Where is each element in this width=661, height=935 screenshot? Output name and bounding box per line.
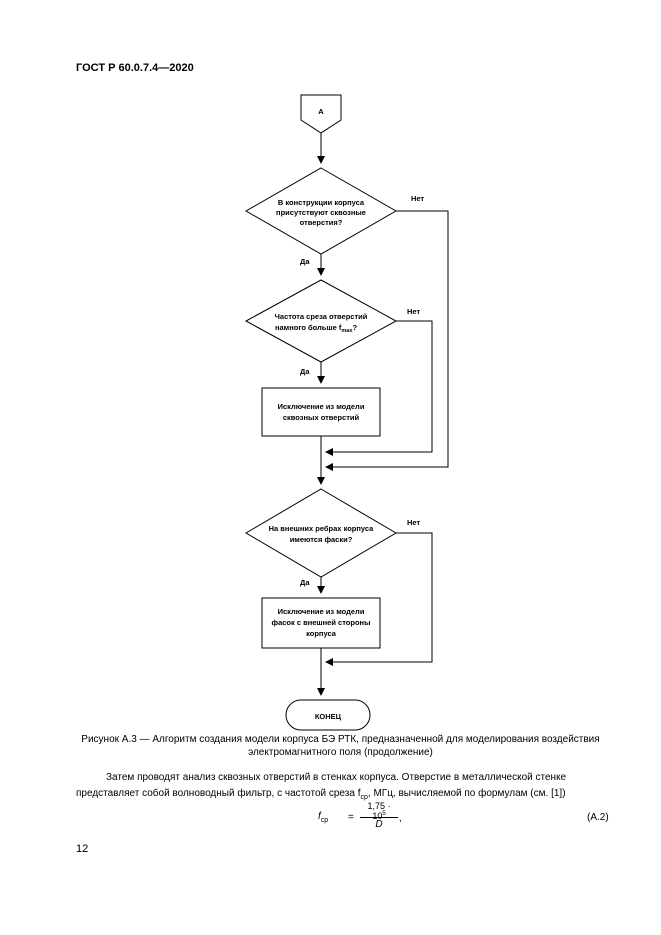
start-label: А	[318, 107, 324, 116]
caption-line1: Рисунок А.3 — Алгоритм создания модели к…	[81, 734, 600, 745]
decision3-line1: На внешних ребрах корпуса	[269, 524, 375, 533]
paragraph-sub: ср	[360, 794, 368, 801]
decision3-line2: имеются фаски?	[290, 535, 353, 544]
decision2-tail: ?	[352, 323, 357, 332]
decision2-line2-main: намного больше f	[275, 323, 342, 332]
decision1-line2: присутствуют сквозные	[276, 208, 366, 217]
formula-numerator: 1,75 · 105	[360, 801, 398, 821]
decision1-no-label: Нет	[411, 194, 424, 203]
paragraph-line2-a: представляет собой волноводный фильтр, с…	[76, 788, 361, 799]
paragraph-line2-b: , МГц, вычисляемой по формулам (см. [1])	[367, 788, 566, 799]
page-number: 12	[76, 843, 89, 855]
decision1-line1: В конструкции корпуса	[278, 198, 365, 207]
flowchart: А В конструкции корпуса присутствуют скв…	[244, 94, 449, 731]
formula-lhs-sub: ср	[320, 817, 329, 824]
decision3-no-label: Нет	[407, 518, 420, 527]
start-connector	[300, 94, 342, 134]
end-terminator	[285, 699, 371, 731]
paragraph-line2: представляет собой волноводный фильтр, с…	[76, 788, 566, 801]
body-paragraph: Затем проводят анализ сквозных отверстий…	[76, 770, 616, 806]
formula-denominator: D	[375, 819, 383, 830]
process-remove-holes	[261, 387, 381, 437]
decision2-line2: намного больше fmax?	[275, 323, 357, 334]
decision2-no-label: Нет	[407, 307, 420, 316]
decision-cutoff-frequency	[244, 279, 398, 363]
formula-equals: =	[348, 812, 354, 823]
decision1-line3: отверстия?	[300, 218, 343, 227]
decision-chamfers	[245, 488, 397, 578]
formula-lhs-symbol: f	[318, 811, 321, 822]
paragraph-line1: Затем проводят анализ сквозных отверстий…	[106, 772, 567, 783]
fraction-bar	[360, 817, 398, 818]
formula-block: fср = 1,75 · 105 D , (А.2)	[0, 801, 661, 835]
process2-line3: корпуса	[306, 629, 337, 638]
decision1-yes-label: Да	[300, 257, 310, 266]
process2-line2: фасок с внешней стороны	[272, 618, 371, 627]
caption-line2: электромагнитного поля (продолжение)	[248, 747, 433, 758]
decision2-sub: max	[341, 328, 353, 334]
formula-lhs: fср	[318, 811, 328, 824]
process2-line1: Исключение из модели	[278, 607, 365, 616]
decision2-yes-label: Да	[300, 367, 310, 376]
process-remove-chamfers	[261, 597, 381, 649]
decision3-yes-label: Да	[300, 578, 310, 587]
process1-line1: Исключение из модели	[278, 402, 365, 411]
decision2-line1: Частота среза отверстий	[275, 312, 368, 321]
formula-number: (А.2)	[587, 812, 609, 823]
process1-line2: сквозных отверстий	[283, 413, 360, 422]
figure-caption: Рисунок А.3 — Алгоритм создания модели к…	[60, 733, 621, 759]
formula-trailing: ,	[399, 813, 402, 824]
document-header: ГОСТ Р 60.0.7.4—2020	[76, 62, 194, 74]
formula-numerator-value: 1,75 · 10	[367, 801, 391, 821]
formula-exponent: 5	[382, 811, 386, 817]
end-label: КОНЕЦ	[315, 712, 342, 721]
